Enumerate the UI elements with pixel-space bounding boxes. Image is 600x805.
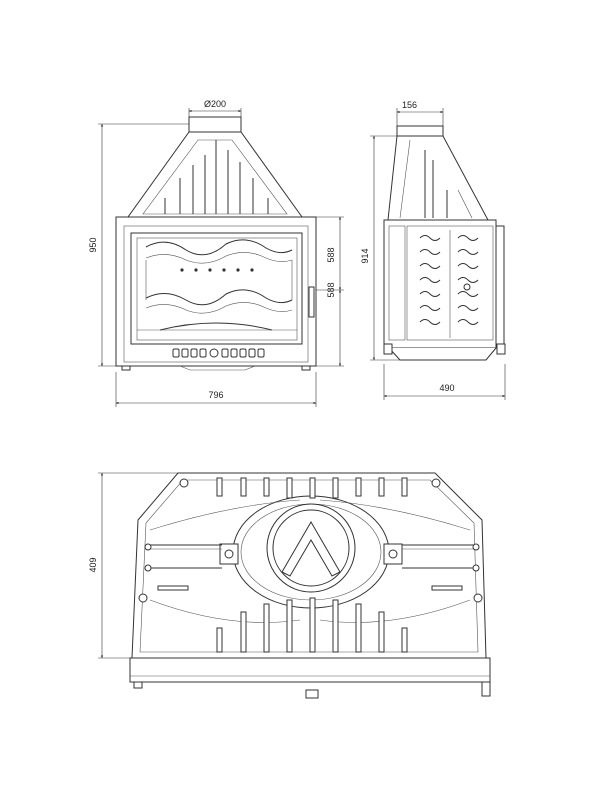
dim-flue-diameter-label: Ø200 xyxy=(204,99,226,109)
dim-door-height-upper-label: 588 xyxy=(326,247,336,262)
dim-side-height: 914 xyxy=(360,135,400,361)
side-hood xyxy=(387,135,489,221)
side-collar xyxy=(396,125,444,137)
dim-total-width-label: 796 xyxy=(208,390,223,400)
dim-side-depth: 490 xyxy=(383,364,506,400)
dim-total-height: 950 xyxy=(88,123,189,367)
side-view: 156 914 490 xyxy=(360,100,506,400)
top-view: 409 xyxy=(88,472,491,699)
door-handle xyxy=(308,286,315,318)
front-bar xyxy=(129,657,491,683)
vent-dots xyxy=(180,268,254,272)
door-glass xyxy=(130,232,303,345)
dim-collar-depth-label: 156 xyxy=(402,100,417,110)
flue-damper xyxy=(281,521,341,577)
dim-side-depth-label: 490 xyxy=(439,383,454,393)
dim-door-height-lower-label: 588 xyxy=(326,282,336,297)
flue-collar xyxy=(188,116,242,133)
dim-top-depth-label: 409 xyxy=(88,557,98,572)
dim-side-height-label: 914 xyxy=(360,248,370,263)
side-base xyxy=(388,347,497,361)
top-fins-upper xyxy=(216,477,408,499)
hood-fins xyxy=(164,140,269,214)
air-vents xyxy=(172,348,265,358)
grate xyxy=(159,322,273,331)
back-plate-wave-bottom xyxy=(145,289,293,306)
dim-flue-diameter: Ø200 xyxy=(188,99,242,117)
dim-total-width: 796 xyxy=(115,372,317,407)
dim-door-heights: 588 588 xyxy=(316,216,344,367)
back-plate-wave-top xyxy=(145,239,293,256)
hood xyxy=(127,131,303,218)
front-view: Ø200 950 796 588 588 xyxy=(88,99,344,407)
top-fins-lower xyxy=(216,597,408,653)
dim-top-depth: 409 xyxy=(88,472,178,659)
side-body xyxy=(383,219,497,349)
dim-total-height-label: 950 xyxy=(88,237,98,252)
dim-collar-depth: 156 xyxy=(396,100,444,126)
side-panels xyxy=(419,230,479,338)
